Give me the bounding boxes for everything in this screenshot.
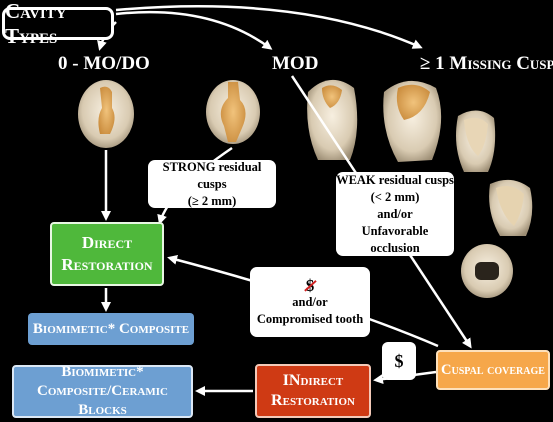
bioblocks-line1: Biomimetic* [61, 364, 144, 380]
note-weak-line1: WEAK residual cusps [336, 172, 454, 187]
tooth-mo-icon [78, 80, 134, 148]
biocomp-label: Biomimetic* Composite [32, 320, 190, 337]
cavity-types-title: Cavity Types [2, 0, 114, 48]
tooth-mod-deep-icon [307, 79, 358, 160]
indirect-restoration-box: INdirect Restoration [255, 364, 371, 418]
cuspal-coverage-box: Cuspal coverage [436, 350, 550, 390]
direct-line1: Direct [81, 233, 133, 252]
note-cost-line3: Compromised tooth [256, 311, 364, 326]
note-strong-line2: (≥ 2 mm) [187, 193, 237, 208]
biomimetic-blocks-box: Biomimetic* Composite/Ceramic Blocks [12, 364, 193, 418]
note-strong-cusps: STRONG residual cusps (≥ 2 mm) [148, 160, 276, 208]
header-mo-do: 0 - MO/DO [58, 53, 150, 74]
note-weak-line4: Unfavorable occlusion [361, 223, 429, 255]
note-weak-line3: and/or [377, 206, 413, 221]
indirect-line2: Restoration [271, 392, 355, 409]
note-cost-line2: and/or [292, 294, 328, 309]
title-label: Cavity Types [5, 0, 67, 48]
indirect-line1: INdirect [282, 372, 344, 389]
tooth-prep-icon [456, 110, 533, 298]
header-mod: MOD [272, 53, 319, 74]
biomimetic-composite-box: Biomimetic* Composite [28, 313, 194, 345]
tooth-mod-icon [206, 80, 260, 144]
direct-line2: Restoration [61, 255, 153, 274]
tooth-missing-cusp-icon [383, 80, 442, 162]
note-weak-line2: (< 2 mm) [370, 189, 420, 204]
note-strong-line1: STRONG residual cusps [162, 159, 262, 191]
dollar-symbol: $ [394, 350, 404, 371]
crossed-dollar-icon: $ [305, 275, 315, 295]
note-cost-compromised: $ and/or Compromised tooth [250, 267, 370, 337]
bioblocks-line2: Composite/Ceramic Blocks [37, 383, 168, 418]
header-missing-cusp: ≥ 1 Missing Cusp [420, 53, 553, 74]
cuspal-label: Cuspal coverage [441, 361, 545, 378]
note-weak-cusps: WEAK residual cusps (< 2 mm) and/or Unfa… [336, 172, 454, 256]
dollar-note: $ [382, 342, 416, 380]
direct-restoration-box: Direct Restoration [50, 222, 164, 286]
